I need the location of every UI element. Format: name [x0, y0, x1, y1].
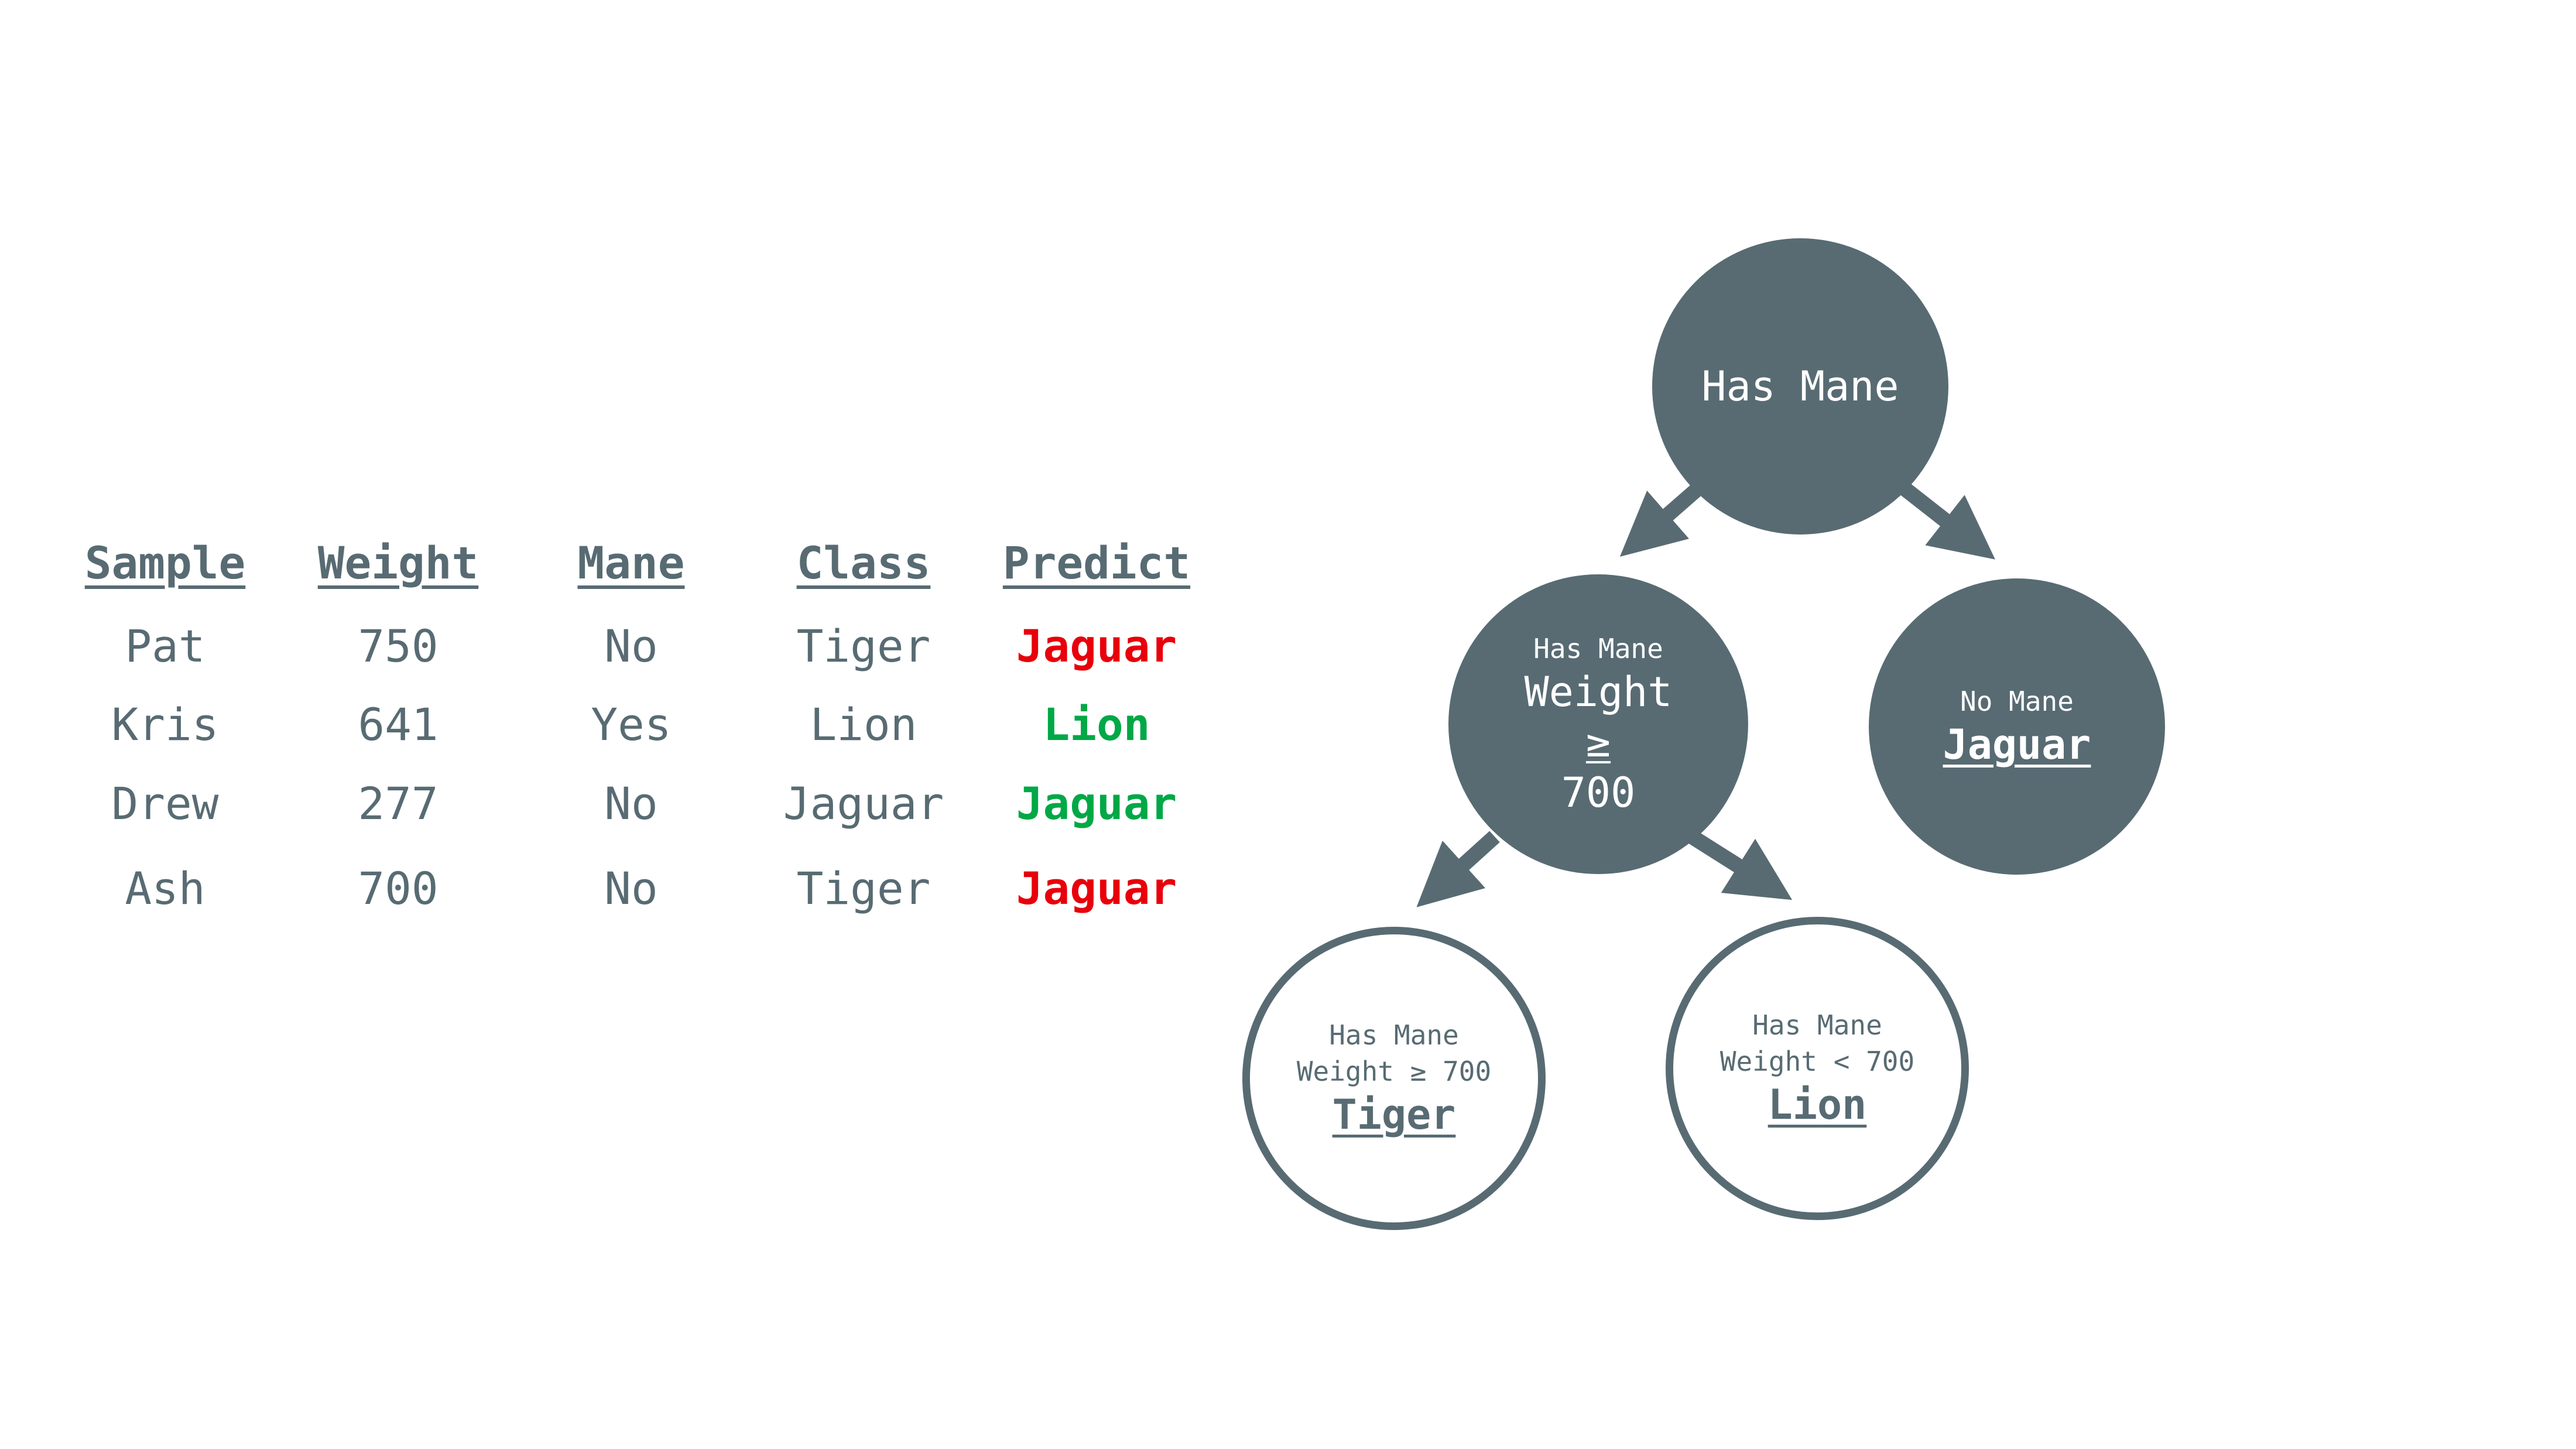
cell-mane-kris: Yes	[591, 698, 672, 751]
header-weight: Weight	[317, 537, 479, 589]
no-mane-leaf-node: No Mane Jaguar	[1869, 578, 2165, 875]
no-mane-leaf-result: Jaguar	[1943, 721, 2091, 769]
lion-leaf-result: Lion	[1767, 1081, 1867, 1129]
cell-predict-kris: Lion	[1043, 698, 1150, 751]
cell-predict-pat: Jaguar	[1016, 620, 1177, 672]
split-node-context: Has Mane	[1533, 633, 1663, 664]
lion-leaf-node: Has Mane Weight < 700 Lion	[1666, 917, 1969, 1220]
tiger-leaf-result: Tiger	[1332, 1091, 1456, 1139]
cell-mane-ash: No	[604, 862, 658, 914]
split-node: Has Mane Weight ≥ 700	[1448, 574, 1748, 874]
split-node-threshold: 700	[1561, 769, 1636, 817]
cell-weight-drew: 277	[358, 777, 439, 830]
cell-weight-ash: 700	[358, 862, 439, 914]
cell-sample-kris: Kris	[111, 698, 219, 751]
cell-mane-pat: No	[604, 620, 658, 672]
lion-leaf-condition: Weight < 700	[1719, 1046, 1915, 1077]
cell-weight-pat: 750	[358, 620, 439, 672]
header-predict: Predict	[1002, 537, 1191, 589]
cell-sample-drew: Drew	[111, 777, 219, 830]
cell-sample-pat: Pat	[125, 620, 205, 672]
cell-predict-drew: Jaguar	[1016, 777, 1177, 830]
cell-weight-kris: 641	[358, 698, 439, 751]
header-class: Class	[796, 537, 931, 589]
split-node-operator: ≥	[1585, 718, 1611, 766]
tiger-leaf-condition: Weight ≥ 700	[1296, 1056, 1492, 1087]
edge-split-to-lion	[1688, 830, 1793, 900]
cell-class-kris: Lion	[810, 698, 917, 751]
cell-class-drew: Jaguar	[783, 777, 944, 830]
lion-leaf-context: Has Mane	[1752, 1009, 1882, 1041]
root-node-label: Has Mane	[1701, 362, 1899, 410]
split-node-feature: Weight	[1524, 668, 1673, 716]
tiger-leaf-node: Has Mane Weight ≥ 700 Tiger	[1242, 927, 1546, 1230]
cell-class-pat: Tiger	[796, 620, 931, 672]
header-mane: Mane	[577, 537, 685, 589]
edge-root-to-split	[1619, 481, 1705, 557]
edge-root-to-no-mane	[1897, 481, 1995, 560]
no-mane-leaf-context: No Mane	[1960, 686, 2074, 717]
cell-sample-ash: Ash	[125, 862, 205, 914]
cell-predict-ash: Jaguar	[1016, 862, 1177, 914]
edge-split-to-tiger	[1416, 831, 1500, 907]
root-node: Has Mane	[1652, 238, 1948, 535]
tiger-leaf-context: Has Mane	[1329, 1019, 1459, 1051]
cell-class-ash: Tiger	[796, 862, 931, 914]
header-sample: Sample	[84, 537, 246, 589]
sample-table: Sample Weight Mane Class Predict Pat 750…	[0, 0, 1259, 995]
cell-mane-drew: No	[604, 777, 658, 830]
